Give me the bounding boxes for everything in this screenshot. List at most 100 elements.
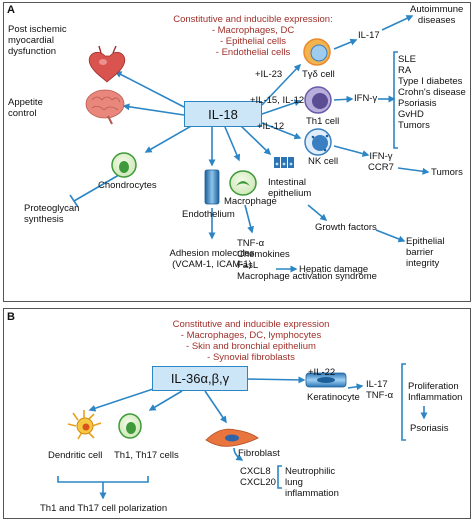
il12-label: +IL-12 xyxy=(257,121,285,132)
arrow-to-tgd xyxy=(261,63,302,106)
il17-label: IL-17 xyxy=(358,30,380,41)
tgd-cell-icon xyxy=(303,38,331,66)
arrow-to-chondrocytes xyxy=(144,124,194,153)
neutrophilic-line: lung xyxy=(285,477,303,488)
polarization-bracket xyxy=(57,476,149,483)
panel-b xyxy=(3,308,471,519)
intestinal-epithelium-icon xyxy=(274,157,294,168)
chemokine: CXCL20 xyxy=(240,477,276,488)
barrier-line: Epithelial xyxy=(406,236,445,247)
growth-factors-label: Growth factors xyxy=(315,222,377,233)
macrophage-icon xyxy=(229,170,257,196)
neutrophilic-line: Neutrophilic xyxy=(285,466,336,477)
psoriasis-label: Psoriasis xyxy=(410,423,449,434)
inhibition-line xyxy=(69,171,125,208)
autoimmune-line: Autoimmune xyxy=(410,4,464,15)
panel-a-label: A xyxy=(7,4,15,16)
th1-cell-icon xyxy=(304,86,332,114)
macrophage-product: FasL xyxy=(237,260,259,271)
proteoglycan-label: Proteoglycan synthesis xyxy=(24,203,79,225)
panel-b-label: B xyxy=(7,311,15,323)
nk-cell-label: NK cell xyxy=(308,156,339,167)
th1-cell-label: Th1 cell xyxy=(306,116,340,127)
fibroblast-label: Fibroblast xyxy=(238,448,280,459)
post-ischemic-line: dysfunction xyxy=(8,46,57,57)
expression-line: - Skin and bronchial epithelium xyxy=(186,341,316,352)
keratinocyte-products: IL-17 TNF-α xyxy=(366,379,393,401)
macrophage-products: TNF-α Chemokines FasL Macrophage activat… xyxy=(237,238,377,282)
proteoglycan-line: Proteoglycan xyxy=(24,203,80,214)
neutrophil-bracket xyxy=(277,465,282,489)
tumors-label: Tumors xyxy=(431,167,463,178)
autoimmune-line: diseases xyxy=(417,15,456,26)
expression-line: - Epithelial cells xyxy=(220,36,286,47)
arrow-il36-to-dendritic xyxy=(88,385,163,412)
arrow-il36-to-fibroblast xyxy=(204,390,227,424)
disease-item: GvHD xyxy=(398,109,424,120)
dendritic-cell-icon xyxy=(67,410,102,440)
arrow-fibroblast-to-chemokines xyxy=(233,447,244,461)
arrow-nk-to-ifng xyxy=(333,145,370,157)
heart-icon xyxy=(88,45,126,83)
expression-line: - Macrophages, DC, lymphocytes xyxy=(180,330,322,341)
expression-line: Constitutive and inducible expression: xyxy=(173,14,333,25)
disease-item: Crohn's disease xyxy=(398,87,466,98)
polarization-label: Th1 and Th17 cell polarization xyxy=(40,503,168,514)
expression-line: Constitutive and inducible expression xyxy=(172,319,330,330)
disease-item: RA xyxy=(398,65,412,76)
panel-b-arrows xyxy=(57,363,428,500)
keratinocyte-icon xyxy=(305,372,347,388)
il36-hub: IL-36α,β,γ xyxy=(152,366,248,391)
nk-product: IFN-γ xyxy=(369,151,393,162)
arrow-il36-to-keratinocyte xyxy=(246,376,306,384)
disease-item: SLE xyxy=(398,54,416,65)
disease-item: Psoriasis xyxy=(398,98,437,109)
arrow-intestinal-to-growth xyxy=(307,204,328,221)
chemokine: CXCL8 xyxy=(240,466,271,477)
endothelium-icon xyxy=(204,169,220,205)
kera-product: IL-17 xyxy=(366,379,388,390)
arrow-macrophage-to-products xyxy=(244,204,255,234)
panel-b-expression: Constitutive and inducible expression - … xyxy=(146,319,356,363)
arrow-to-brain xyxy=(122,103,185,116)
appetite-label: Appetite control xyxy=(8,97,43,119)
brain-icon xyxy=(85,89,125,125)
epithelial-barrier-label: Epithelial barrier integrity xyxy=(406,236,445,269)
arrow-growth-to-barrier xyxy=(375,229,406,243)
arrow-to-nk xyxy=(261,122,302,140)
intestinal-line: Intestinal xyxy=(268,177,307,188)
appetite-line: control xyxy=(8,108,37,119)
arrow-to-intestinal xyxy=(239,124,272,156)
disease-item: Type I diabetes xyxy=(398,76,463,87)
expression-line: - Endothelial cells xyxy=(215,47,291,58)
dendritic-cell-label: Dendritic cell xyxy=(48,450,103,461)
diseases-bracket xyxy=(393,51,398,149)
adhesion-line: Adhesion molecules xyxy=(169,248,255,259)
arrow-il17-to-autoimmune xyxy=(381,15,414,31)
tgd-cell-label: Tγδ cell xyxy=(302,69,335,80)
chondrocyte-icon xyxy=(111,152,137,178)
adhesion-label: Adhesion molecules (VCAM-1, ICAM-1) xyxy=(160,248,264,270)
macrophage-label: Macrophage xyxy=(224,196,277,207)
macrophage-product: Chemokines xyxy=(237,249,290,260)
panel-a xyxy=(3,2,471,302)
keratinocyte-label: Keratinocyte xyxy=(307,392,360,403)
outcome-line: Inflammation xyxy=(408,392,463,403)
appetite-line: Appetite xyxy=(8,97,43,108)
post-ischemic-line: Post ischemic xyxy=(8,24,67,35)
proteoglycan-line: synthesis xyxy=(24,214,64,225)
nk-product: CCR7 xyxy=(368,162,394,173)
chemokines-label: CXCL8 CXCL20 xyxy=(240,466,276,488)
arrow-il36-to-th xyxy=(148,390,183,411)
il15-il12-label: +IL-15, IL-12 xyxy=(250,95,305,106)
adhesion-line: (VCAM-1, ICAM-1) xyxy=(172,259,252,270)
arrow-to-heart xyxy=(114,71,185,108)
panel-a-arrows xyxy=(69,15,430,273)
th-cells-label: Th1, Th17 cells xyxy=(114,450,179,461)
outcome-line: Proliferation xyxy=(408,381,459,392)
intestinal-line: epithelium xyxy=(268,188,312,199)
arrow-to-macrophage xyxy=(224,126,241,162)
panel-a-expression: Constitutive and inducible expression: -… xyxy=(158,14,348,58)
